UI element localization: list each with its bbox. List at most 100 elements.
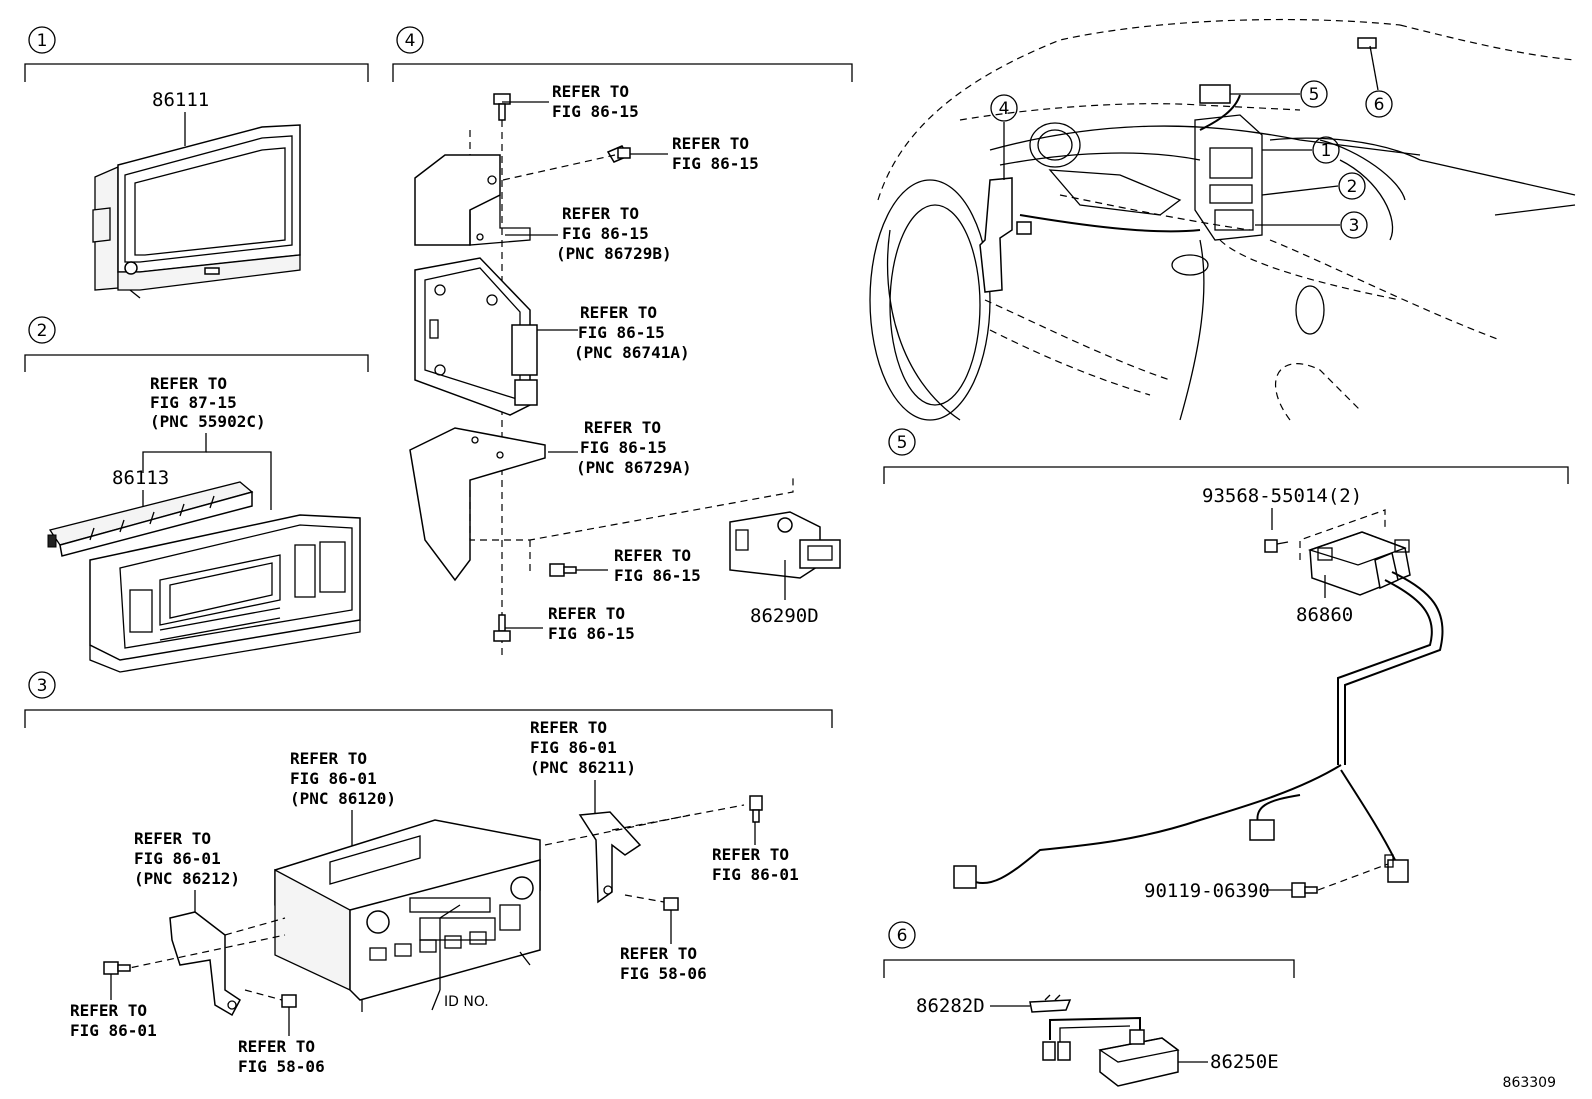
ref-s3-screw-r: REFER TO FIG 86-01 <box>712 845 799 884</box>
svg-text:2: 2 <box>37 321 48 341</box>
bracket-86729A <box>409 427 546 582</box>
diagram-code: 863309 <box>1503 1075 1556 1091</box>
module-86741A <box>414 257 538 416</box>
bolt-90119 <box>1291 882 1318 898</box>
svg-text:REFER TO: REFER TO <box>548 604 625 623</box>
ref-s3-radio: REFER TO FIG 86-01 (PNC 86120) <box>290 749 396 808</box>
svg-text:1: 1 <box>1321 141 1332 161</box>
bolt-top <box>493 93 511 121</box>
bolt-s3-l <box>281 994 297 1008</box>
switch-strip-86113 <box>47 481 254 557</box>
svg-text:(PNC 86211): (PNC 86211) <box>530 758 636 777</box>
pn-86111: 86111 <box>152 89 209 111</box>
clip-86282D <box>1029 994 1072 1013</box>
car-callout-1: 1 <box>1262 136 1340 164</box>
pn-86860: 86860 <box>1296 604 1353 626</box>
bracket-86212 <box>169 911 241 1017</box>
bracket-86211 <box>578 811 642 904</box>
car-callout-2: 2 <box>1261 172 1366 200</box>
antenna-86250E <box>1042 1016 1180 1087</box>
ref-s3-bolt-l: REFER TO FIG 58-06 <box>238 1037 325 1076</box>
svg-text:6: 6 <box>897 926 908 946</box>
screw-s3-l <box>103 961 131 975</box>
module-86860 <box>1307 531 1411 596</box>
section-3-header: 3 <box>24 671 833 728</box>
car-callout-5: 5 <box>1230 80 1328 108</box>
svg-text:6: 6 <box>1374 95 1385 115</box>
car-callout-4: 4 <box>990 94 1018 180</box>
svg-text:REFER TO: REFER TO <box>580 303 657 322</box>
ref-s3-bracket-r: REFER TO FIG 86-01 (PNC 86211) <box>530 718 636 777</box>
svg-text:2: 2 <box>1347 177 1358 197</box>
svg-text:FIG 86-01: FIG 86-01 <box>290 769 377 788</box>
pn-93568-55014: 93568-55014(2) <box>1202 485 1362 507</box>
svg-text:(PNC 86741A): (PNC 86741A) <box>574 343 690 362</box>
svg-text:4: 4 <box>999 99 1010 119</box>
ref-s4-bracket-bottom: REFER TO FIG 86-15 (PNC 86729A) <box>576 418 692 477</box>
svg-text:REFER TO: REFER TO <box>552 82 629 101</box>
pn-86282D: 86282D <box>916 995 985 1017</box>
section-2-header: 2 <box>24 316 369 372</box>
ref-s4-bolt-top: REFER TO FIG 86-15 <box>552 82 639 121</box>
ref-s3-screw-l: REFER TO FIG 86-01 <box>70 1001 157 1040</box>
car-callout-3: 3 <box>1255 211 1368 239</box>
svg-text:3: 3 <box>37 676 48 696</box>
audio-unit-86120 <box>274 819 541 1012</box>
svg-text:REFER TO: REFER TO <box>134 829 211 848</box>
sensor-86290D <box>729 511 841 579</box>
svg-text:REFER TO: REFER TO <box>238 1037 315 1056</box>
svg-text:FIG 58-06: FIG 58-06 <box>620 964 707 983</box>
svg-text:REFER TO: REFER TO <box>530 718 607 737</box>
screw-s4 <box>606 145 631 163</box>
svg-text:FIG 87-15: FIG 87-15 <box>150 393 237 412</box>
svg-text:FIG 86-15: FIG 86-15 <box>614 566 701 585</box>
pn-86250E: 86250E <box>1210 1051 1279 1073</box>
section-4-header: 4 <box>392 26 853 82</box>
svg-text:FIG 86-15: FIG 86-15 <box>548 624 635 643</box>
ref-s3-bolt-r: REFER TO FIG 58-06 <box>620 944 707 983</box>
svg-text:4: 4 <box>405 31 416 51</box>
display-unit-86111 <box>92 124 301 299</box>
id-no-label: ID NO. <box>444 994 489 1010</box>
screw-s4-bottom <box>549 563 577 577</box>
screw-s3-r <box>749 795 763 823</box>
ref-s4-module: REFER TO FIG 86-15 (PNC 86741A) <box>574 303 690 362</box>
svg-text:FIG 86-01: FIG 86-01 <box>134 849 221 868</box>
svg-text:REFER TO: REFER TO <box>672 134 749 153</box>
ref-s3-bracket-l: REFER TO FIG 86-01 (PNC 86212) <box>134 829 240 888</box>
svg-text:(PNC 86212): (PNC 86212) <box>134 869 240 888</box>
svg-text:FIG 86-01: FIG 86-01 <box>70 1021 157 1040</box>
svg-text:FIG 86-01: FIG 86-01 <box>530 738 617 757</box>
svg-text:5: 5 <box>897 433 908 453</box>
section-6-header: 6 <box>883 921 1295 978</box>
section-1-header: 1 <box>24 26 369 82</box>
svg-text:REFER TO: REFER TO <box>712 845 789 864</box>
svg-text:REFER TO: REFER TO <box>562 204 639 223</box>
screw-93568 <box>1264 539 1289 553</box>
svg-text:(PNC 55902C): (PNC 55902C) <box>150 412 266 431</box>
svg-text:(PNC 86729A): (PNC 86729A) <box>576 458 692 477</box>
svg-text:(PNC 86120): (PNC 86120) <box>290 789 396 808</box>
ref-s4-bolt-bottom: REFER TO FIG 86-15 <box>548 604 635 643</box>
car-interior-overview <box>869 18 1576 421</box>
svg-text:REFER TO: REFER TO <box>70 1001 147 1020</box>
ref-s4-bracket-top: REFER TO FIG 86-15 (PNC 86729B) <box>556 204 672 263</box>
svg-text:FIG 58-06: FIG 58-06 <box>238 1057 325 1076</box>
ref-s4-screw-bottom: REFER TO FIG 86-15 <box>614 546 701 585</box>
wire-harness <box>953 571 1444 889</box>
control-panel <box>89 514 361 673</box>
svg-text:FIG 86-15: FIG 86-15 <box>578 323 665 342</box>
svg-text:FIG 86-15: FIG 86-15 <box>552 102 639 121</box>
svg-text:REFER TO: REFER TO <box>620 944 697 963</box>
svg-text:FIG 86-01: FIG 86-01 <box>712 865 799 884</box>
car-callout-6: 6 <box>1365 45 1393 118</box>
svg-text:3: 3 <box>1349 216 1360 236</box>
svg-text:REFER TO: REFER TO <box>584 418 661 437</box>
svg-text:5: 5 <box>1309 85 1320 105</box>
bolt-s3-r <box>663 897 679 911</box>
svg-text:(PNC 86729B): (PNC 86729B) <box>556 244 672 263</box>
svg-text:1: 1 <box>37 31 48 51</box>
pn-86113: 86113 <box>112 467 169 489</box>
